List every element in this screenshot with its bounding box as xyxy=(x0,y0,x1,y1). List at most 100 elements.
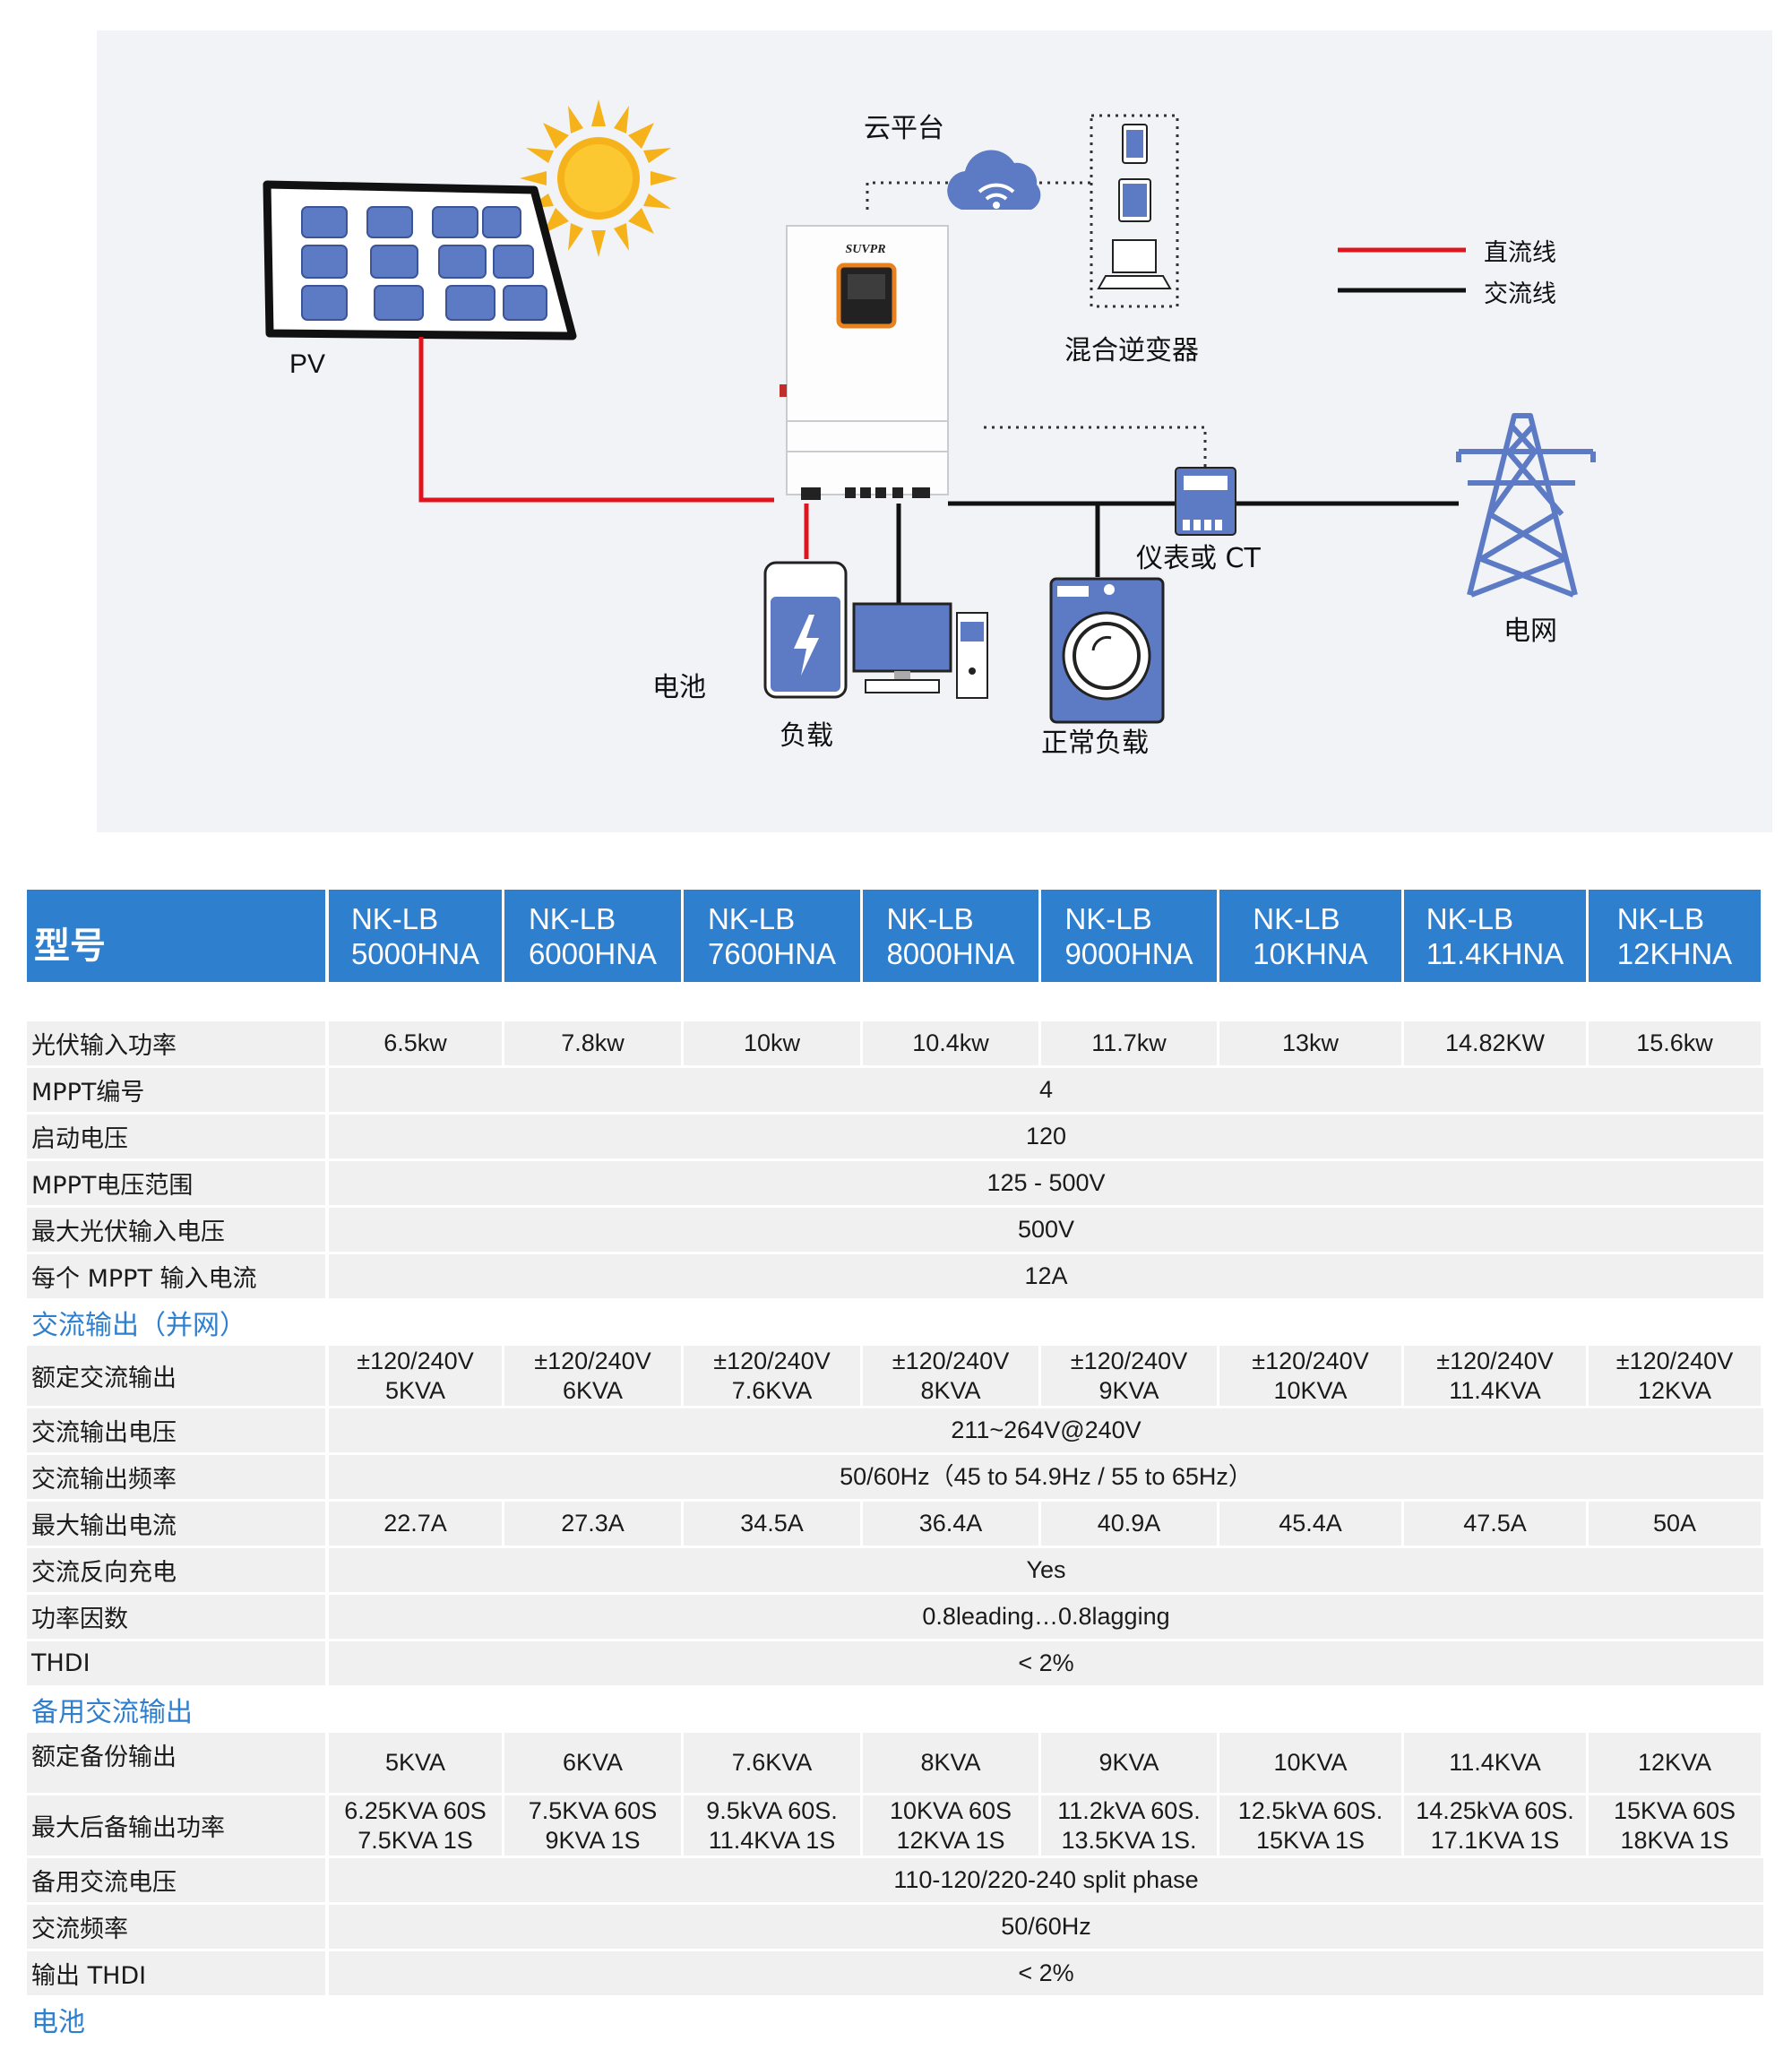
row-value-cell: 10kw xyxy=(684,1021,860,1065)
row-value-line-1: ±120/240V xyxy=(534,1347,651,1374)
row-value-line-1: ±120/240V xyxy=(1615,1347,1734,1374)
grid-label: 电网 xyxy=(1503,616,1557,647)
row-value-line-2: 15KVA 1S xyxy=(1255,1826,1366,1854)
row-value-merged: Yes xyxy=(329,1548,1763,1592)
row-value-cell: 6KVA xyxy=(504,1733,681,1793)
legend-dc-label: 直流线 xyxy=(1484,239,1556,267)
row-value-line-1: ±120/240V xyxy=(1436,1347,1554,1374)
model-name-line-1: NK-LB xyxy=(1616,901,1704,935)
row-value-cell: 15.6kw xyxy=(1589,1021,1761,1065)
model-name-line-2: 12KHNA xyxy=(1616,936,1733,970)
row-label: 交流输出电压 xyxy=(27,1408,325,1452)
cloud-platform-label: 云平台 xyxy=(864,113,944,144)
row-value-merged: 211~264V@240V xyxy=(329,1408,1763,1452)
section-heading: 电池 xyxy=(31,2007,85,2038)
row-value-cell: 7.6KVA xyxy=(684,1733,860,1793)
row-value-cell: 8KVA xyxy=(863,1733,1038,1793)
row-value-line-2: 9KVA 1S xyxy=(545,1826,641,1854)
model-name-line-2: 8000HNA xyxy=(886,936,1015,970)
row-value-line-1: 10KVA 60S xyxy=(889,1796,1012,1824)
row-value-line-1: 14.25kVA 60S. xyxy=(1416,1796,1574,1824)
row-value-line-2: 7.6KVA xyxy=(731,1376,813,1404)
model-name-line-2: 11.4KHNA xyxy=(1426,936,1564,970)
row-value-line-1: ±120/240V xyxy=(1070,1347,1188,1374)
row-value-lines: 12.5kVA 60S.15KVA 1S xyxy=(1238,1796,1383,1856)
row-label: 光伏输入功率 xyxy=(27,1021,325,1065)
row-value-cell: 12.5kVA 60S.15KVA 1S xyxy=(1219,1795,1401,1856)
row-value-line-1: 7.5KVA 60S xyxy=(528,1796,658,1824)
row-value-cell: 12KVA xyxy=(1589,1733,1761,1793)
model-name-line-1: NK-LB xyxy=(350,901,439,935)
row-value-merged: 110-120/220-240 split phase xyxy=(329,1858,1763,1902)
row-label: 交流输出频率 xyxy=(27,1455,325,1499)
row-value-line-2: 7.5KVA 1S xyxy=(358,1826,473,1854)
row-value-cell: 9.5kVA 60S.11.4KVA 1S xyxy=(684,1795,860,1856)
normal-load-label: 正常负载 xyxy=(1041,728,1149,759)
row-value-merged: 0.8leading…0.8lagging xyxy=(329,1595,1763,1639)
row-value-line-2: 12KVA xyxy=(1637,1376,1712,1404)
row-value-cell: 27.3A xyxy=(504,1502,681,1546)
row-label: 额定交流输出 xyxy=(27,1346,325,1406)
row-value-cell: 14.25kVA 60S.17.1KVA 1S xyxy=(1404,1795,1586,1856)
model-name-line-1: NK-LB xyxy=(1253,901,1340,935)
row-value-line-1: 9.5kVA 60S. xyxy=(706,1796,838,1824)
row-value-cell: 10.4kw xyxy=(863,1021,1038,1065)
table-header-label-cell: 型号 xyxy=(27,890,325,982)
row-label: 备用交流电压 xyxy=(27,1858,325,1902)
row-value-cell: 5KVA xyxy=(329,1733,502,1793)
row-value-line-2: 8KVA xyxy=(920,1376,981,1404)
model-name-line-2: 9000HNA xyxy=(1064,936,1193,970)
tablet-icon xyxy=(1118,178,1151,222)
row-value-merged: 12A xyxy=(329,1254,1763,1298)
row-value-line-1: 11.2kVA 60S. xyxy=(1057,1796,1201,1824)
row-value-cell: 36.4A xyxy=(863,1502,1038,1546)
row-value-cell: 14.82KW xyxy=(1404,1021,1586,1065)
row-label: 输出 THDI xyxy=(27,1951,325,1995)
row-value-merged: 120 xyxy=(329,1115,1763,1158)
row-label: 最大后备输出功率 xyxy=(27,1795,325,1856)
section-heading: 交流输出（并网） xyxy=(31,1310,246,1341)
row-value-line-2: 11.4KVA xyxy=(1449,1376,1541,1404)
meter-ct-label: 仪表或 CT xyxy=(1136,543,1261,574)
row-label: 额定备份输出 xyxy=(27,1733,325,1793)
power-tower-icon xyxy=(1456,413,1596,598)
model-name-line-2: 6000HNA xyxy=(528,936,658,970)
row-label: 最大输出电流 xyxy=(27,1502,325,1546)
row-value-line-2: 5KVA xyxy=(384,1376,446,1404)
row-value-cell: 47.5A xyxy=(1404,1502,1586,1546)
row-value-cell: 6.5kw xyxy=(329,1021,502,1065)
row-value-cell: 40.9A xyxy=(1041,1502,1217,1546)
battery-icon xyxy=(763,561,848,699)
solar-panel-icon xyxy=(263,180,577,340)
row-value-merged: < 2% xyxy=(329,1641,1763,1685)
model-name-line-2: 10KHNA xyxy=(1253,936,1368,970)
row-value-line-2: 11.4KVA 1S xyxy=(708,1826,836,1854)
row-value-cell: 45.4A xyxy=(1219,1502,1401,1546)
